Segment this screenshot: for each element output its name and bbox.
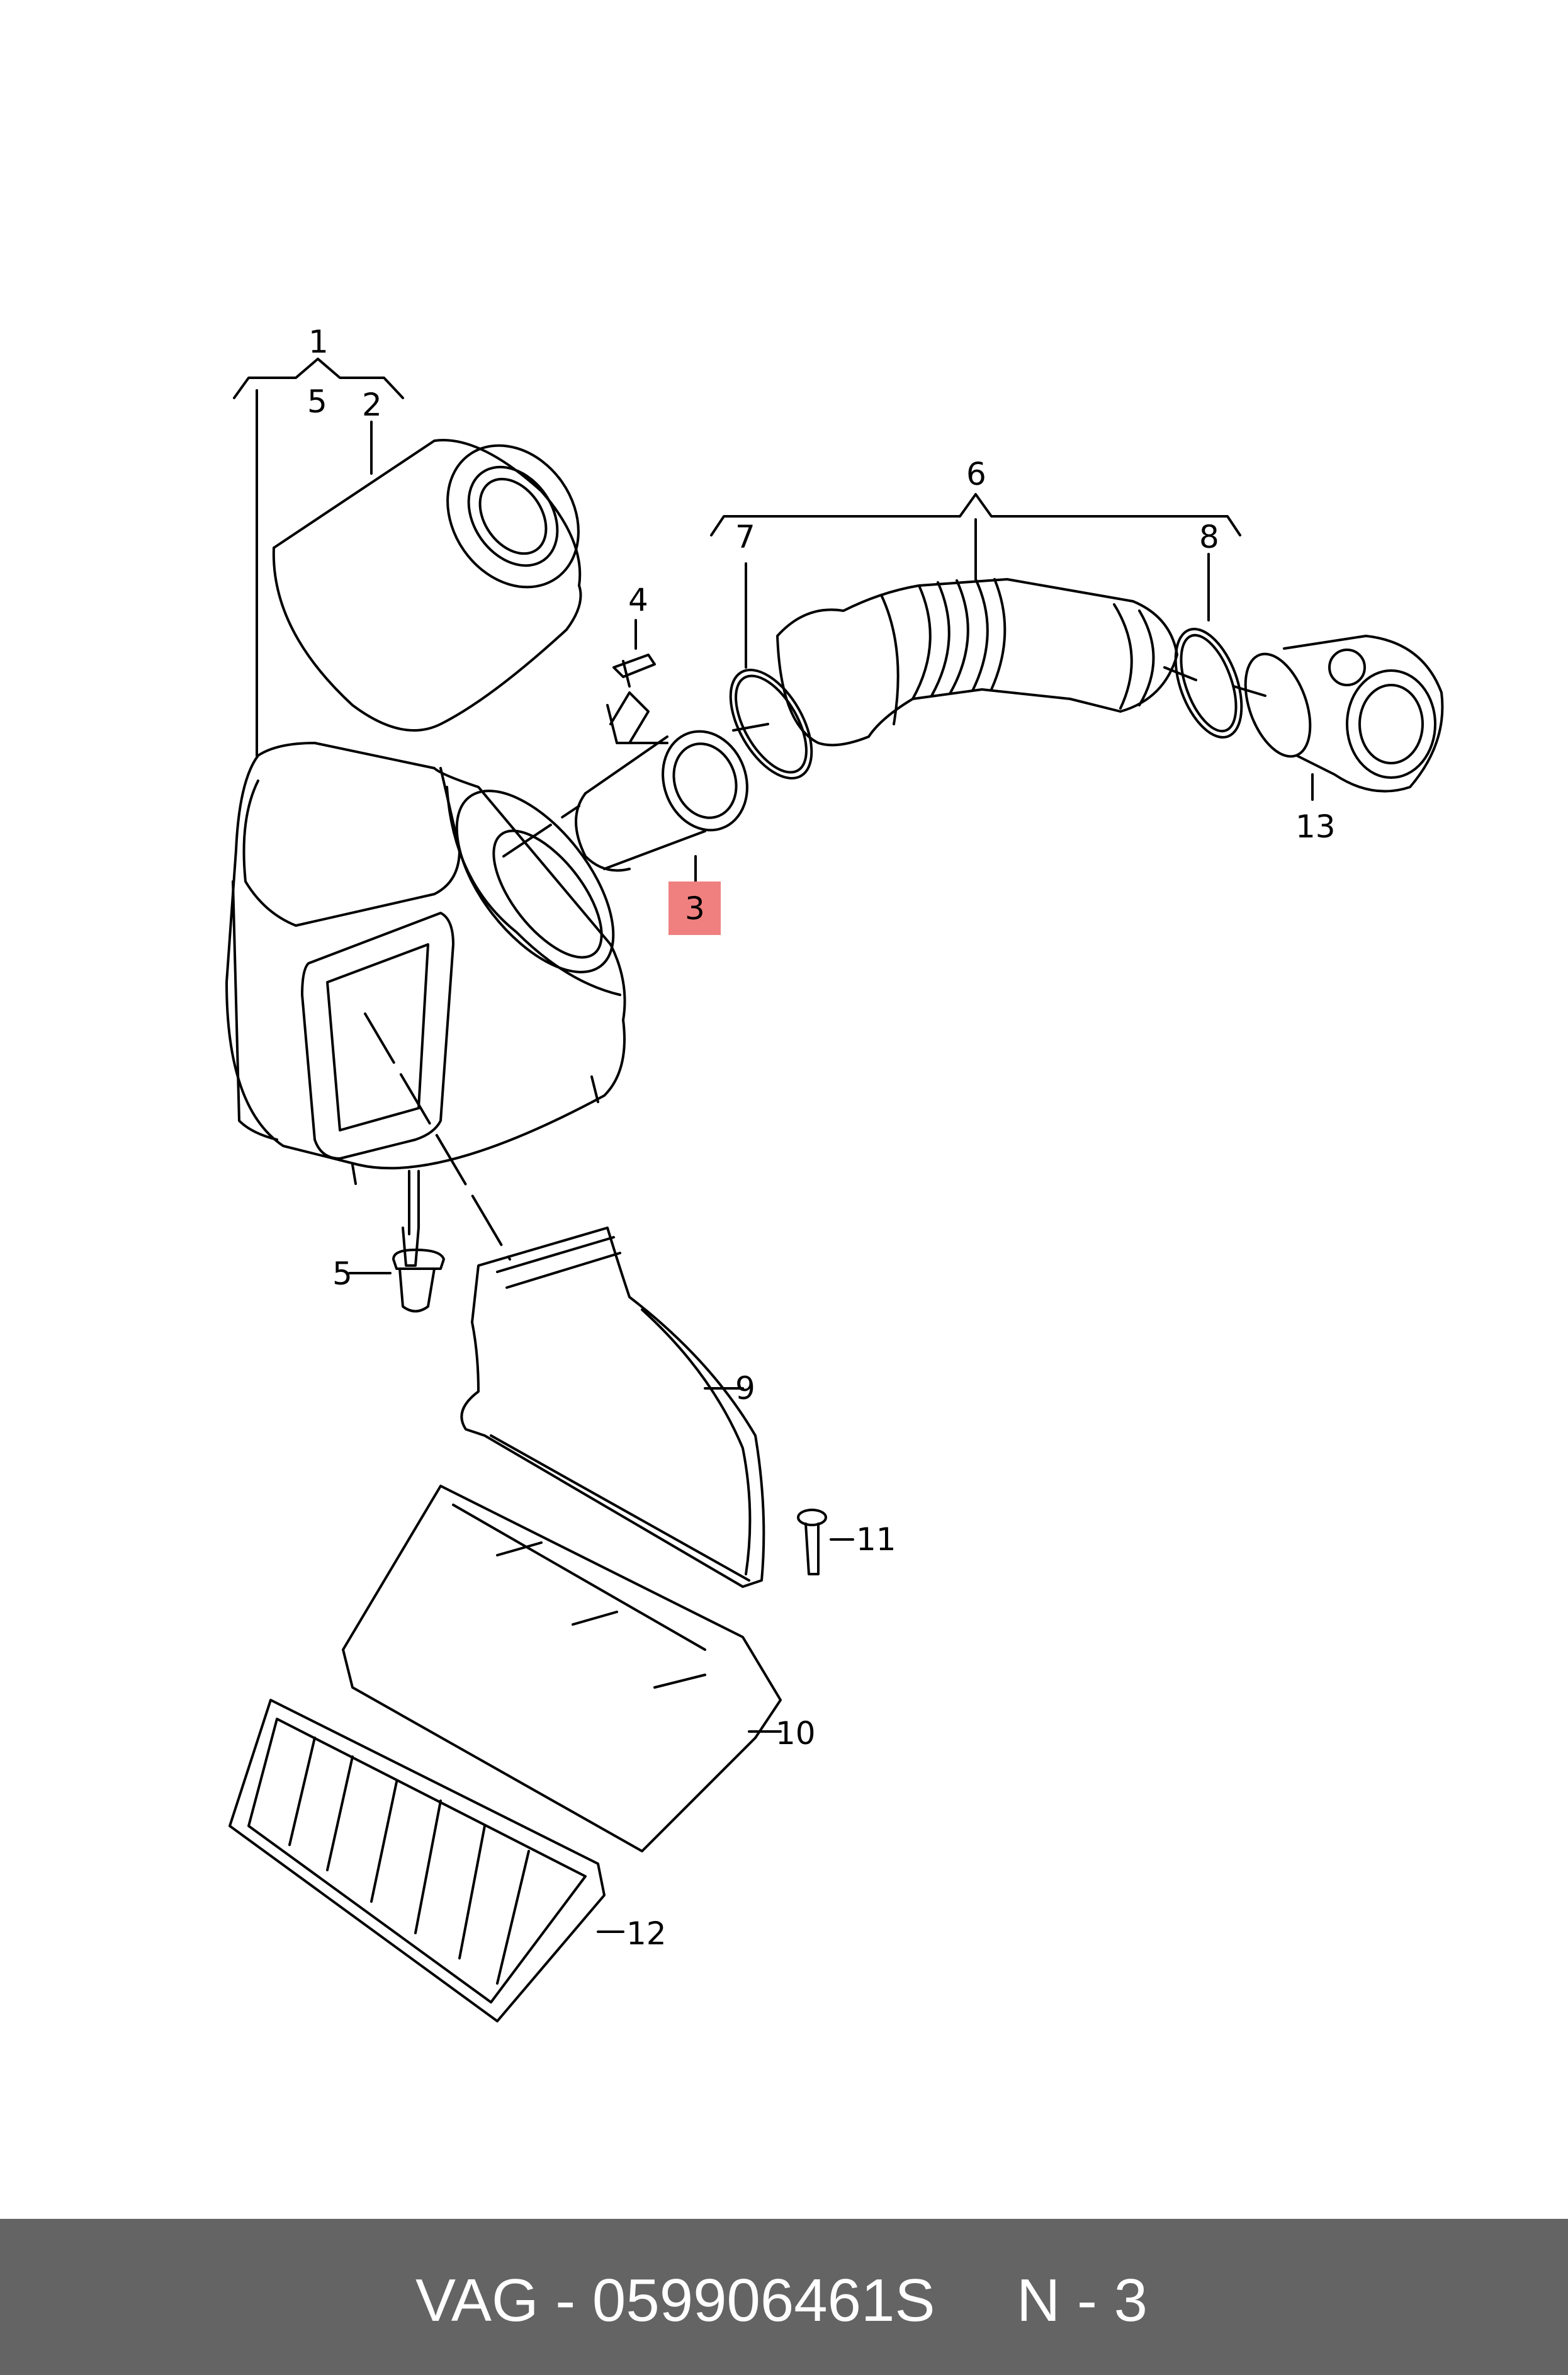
page-reference-label: N - 3	[1017, 2267, 1148, 2334]
hose-clamp	[1174, 553, 1243, 739]
callout-1: 1	[308, 324, 329, 360]
gasket	[729, 562, 813, 779]
assembly-centerlines	[364, 666, 1266, 1261]
callout-8: 8	[1199, 519, 1219, 555]
flange-connector	[1244, 635, 1444, 801]
lower-air-duct	[342, 1485, 782, 1852]
air-filter-housing	[225, 742, 626, 1267]
callout-2: 2	[362, 387, 382, 423]
callout-11: 11	[856, 1521, 896, 1558]
screw	[797, 1509, 854, 1575]
footer-bar: VAG - 059906461S N - 3	[0, 2219, 1568, 2375]
highlight-box	[668, 881, 721, 935]
part-number-label: VAG - 059906461S	[415, 2267, 935, 2334]
mass-airflow-sensor	[575, 619, 748, 883]
callout-6: 6	[966, 456, 986, 492]
bracket-6	[710, 493, 1241, 581]
callout-7: 7	[735, 519, 755, 555]
inlet-grille	[228, 1699, 624, 2022]
bracket-1	[233, 358, 404, 757]
callout-4: 4	[628, 582, 648, 618]
callout-12: 12	[626, 1915, 667, 1952]
air-filter-element	[272, 421, 582, 732]
callout-9: 9	[735, 1370, 755, 1407]
fastener-clip	[348, 1249, 445, 1313]
callout-5: 5	[332, 1256, 353, 1292]
exploded-parts-diagram: 1 5 2 4 6 7 8 3 13 5 9 11 10 12	[225, 324, 1444, 2022]
callout-13: 13	[1295, 808, 1336, 845]
air-intake-duct	[460, 1227, 765, 1588]
callout-3: 3	[685, 890, 705, 927]
intake-hose	[776, 578, 1178, 747]
callout-5-top: 5	[307, 383, 327, 420]
callout-10: 10	[776, 1715, 816, 1752]
